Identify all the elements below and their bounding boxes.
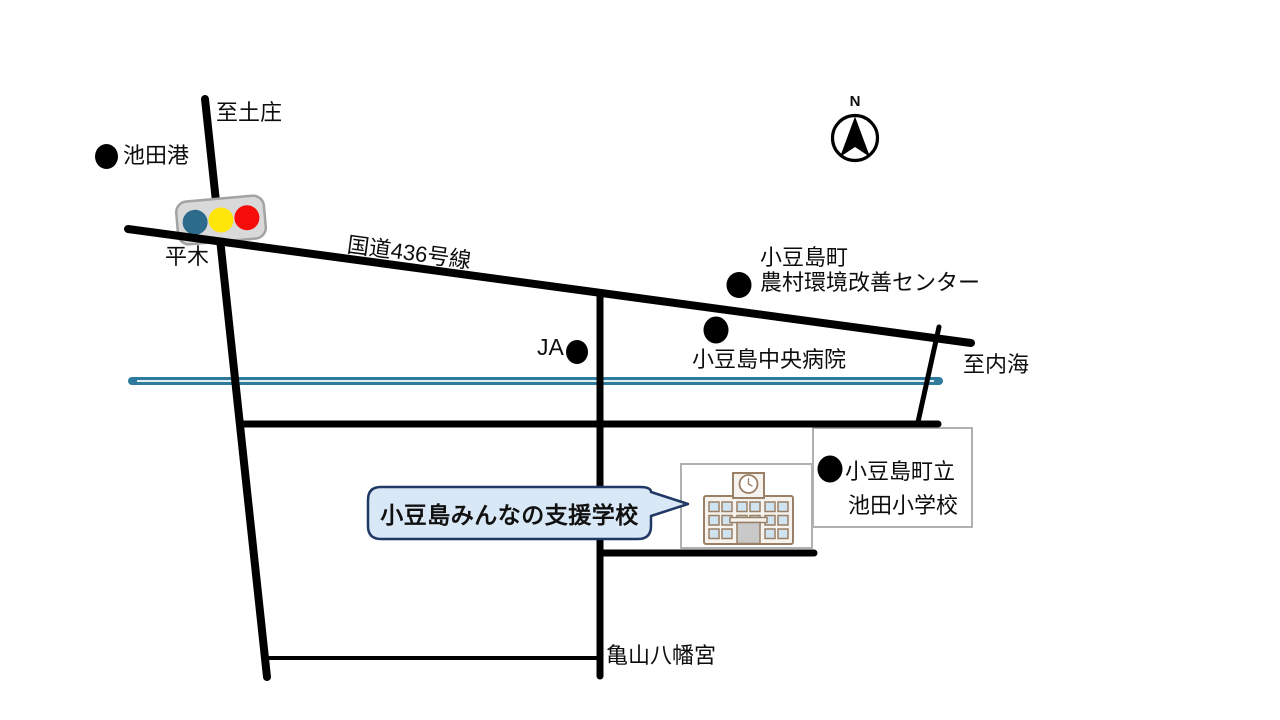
label-to-tonosho: 至土庄 <box>216 100 283 125</box>
label-town-center-line1: 小豆島町 <box>760 245 849 270</box>
location-dot-ja <box>566 340 588 364</box>
label-elementary-line2: 池田小学校 <box>848 493 959 518</box>
road-connector-east <box>915 324 942 425</box>
building-door <box>736 521 761 545</box>
label-elementary-school: 小豆島町立 池田小学校 <box>845 455 958 523</box>
location-dot-town-center <box>726 272 752 298</box>
signal-yellow-lamp <box>208 207 234 233</box>
label-town-center: 小豆島町 農村環境改善センター <box>760 245 980 295</box>
label-elementary-line1: 小豆島町立 <box>845 459 956 484</box>
location-dot-ikeda-port <box>95 144 118 169</box>
location-dot-hospital <box>703 316 729 344</box>
signal-red-lamp <box>234 205 260 231</box>
label-compass-n: N <box>849 93 861 110</box>
road-route-436 <box>124 225 975 347</box>
label-shrine: 亀山八幡宮 <box>606 643 717 668</box>
school-building-icon <box>703 472 794 545</box>
school-callout-bubble <box>366 485 690 541</box>
school-callout-text: 小豆島みんなの支援学校 <box>380 502 639 528</box>
label-to-uchinomi: 至内海 <box>963 352 1030 377</box>
signal-blue-lamp <box>182 209 208 235</box>
label-town-center-line2: 農村環境改善センター <box>760 270 981 295</box>
label-hiraki: 平木 <box>165 244 210 269</box>
compass-north-icon <box>830 113 880 163</box>
location-dot-elementary <box>817 455 843 483</box>
road-to-tonosho <box>201 95 271 681</box>
label-ja: JA <box>537 334 564 360</box>
label-hospital: 小豆島中央病院 <box>692 347 847 372</box>
label-ikeda-port: 池田港 <box>123 143 190 168</box>
